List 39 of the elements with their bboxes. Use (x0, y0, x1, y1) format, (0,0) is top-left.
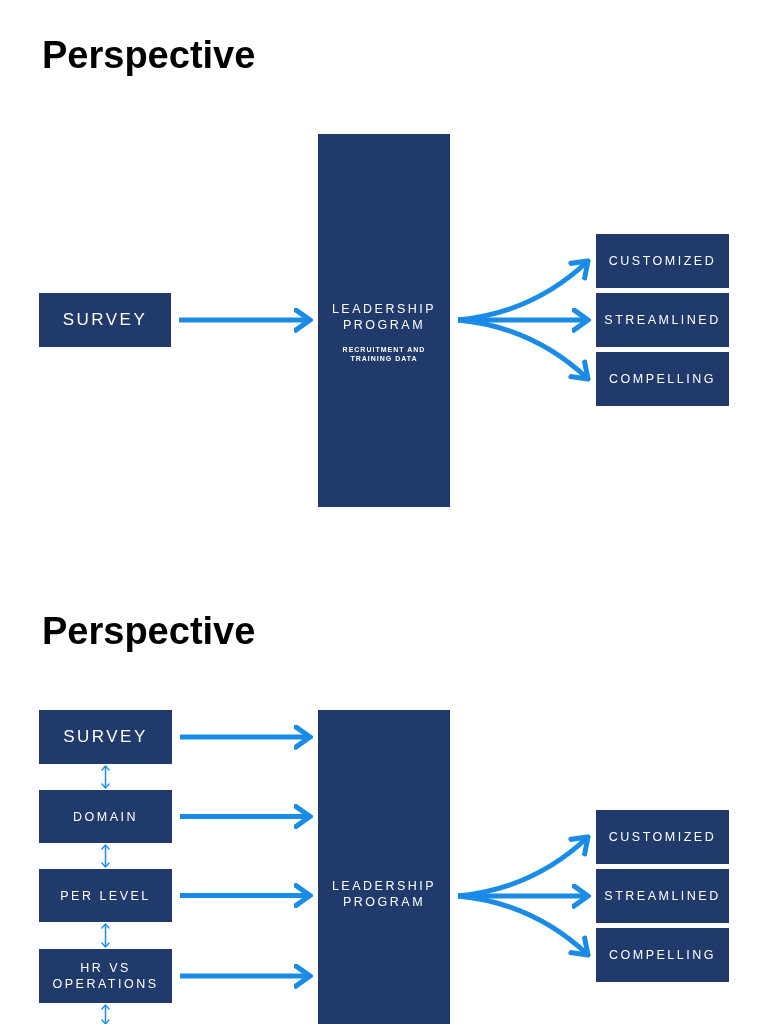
process-box (39, 790, 172, 843)
process-box (596, 293, 729, 347)
process-box (596, 234, 729, 288)
process-box (39, 869, 172, 922)
node-label: CUSTOMIZED (608, 253, 717, 269)
arrow (180, 804, 313, 829)
process-box (39, 293, 171, 347)
node-label: STREAMLINED (604, 312, 721, 328)
node-label: SURVEY (62, 312, 148, 328)
node-label: COMPELLING (609, 947, 716, 963)
node-label: COMPELLING (609, 371, 716, 387)
program-block (318, 134, 450, 507)
double-arrow (101, 765, 110, 789)
process-box (39, 710, 172, 764)
double-arrow (101, 923, 110, 948)
process-box (596, 928, 729, 982)
heading: Perspective (42, 610, 256, 653)
node-label: LEADERSHIP PROGRAM (330, 878, 438, 910)
process-box (596, 352, 729, 406)
node-label: PER LEVEL (60, 887, 151, 904)
heading: Perspective (42, 34, 256, 77)
node-label: CUSTOMIZED (608, 829, 717, 845)
node-label: STREAMLINED (604, 888, 721, 904)
process-box (596, 869, 729, 923)
arrow (180, 963, 313, 989)
arrow (180, 724, 313, 750)
node-label: SURVEY (63, 729, 148, 745)
node-label: LEADERSHIP PROGRAM (330, 301, 438, 333)
node-label: HR VS OPERATIONS (51, 960, 160, 992)
process-box (39, 949, 172, 1003)
double-arrow (101, 844, 110, 868)
node-label: DOMAIN (73, 808, 138, 825)
arrow (180, 883, 313, 908)
arrow (457, 317, 591, 382)
arrow (457, 893, 591, 958)
process-box (596, 810, 729, 864)
arrow (179, 307, 313, 333)
double-arrow (101, 1004, 110, 1024)
program-block (318, 710, 450, 1024)
